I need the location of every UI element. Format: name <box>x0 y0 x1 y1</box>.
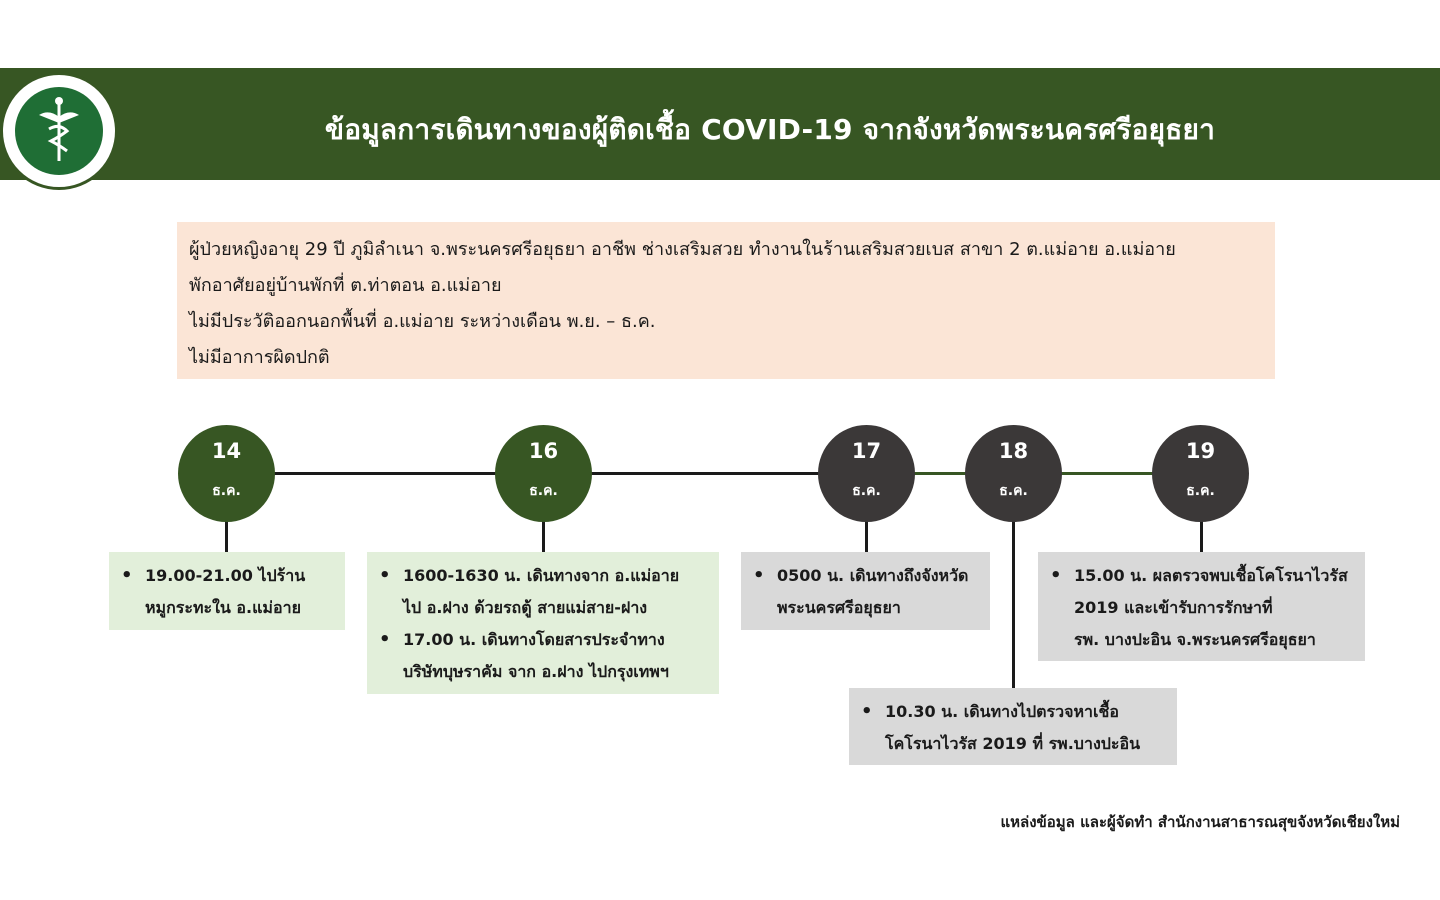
event-card-17: 0500 น. เดินทางถึงจังหวัด พระนครศรีอยุธย… <box>741 552 990 630</box>
event-card-14: 19.00-21.00 ไปร้าน หมูกระทะใน อ.แม่อาย <box>109 552 345 630</box>
node-month: ธ.ค. <box>529 483 558 499</box>
node-day: 14 <box>211 439 242 463</box>
node-month: ธ.ค. <box>1186 483 1215 499</box>
event-card-18: 10.30 น. เดินทางไปตรวจหาเชื้อ โคโรนาไวรั… <box>849 688 1177 765</box>
date-node-19: 19 ธ.ค. <box>1152 425 1249 522</box>
event-item-cont: รพ. บางปะอิน จ.พระนครศรีอยุธยา <box>1074 630 1316 649</box>
info-line: ไม่มีประวัติออกนอกพื้นที่ อ.แม่อาย ระหว่… <box>189 311 656 332</box>
node-day: 19 <box>1185 439 1216 463</box>
event-card-19: 15.00 น. ผลตรวจพบเชื้อโคโรนาไวรัส 2019 แ… <box>1038 552 1365 661</box>
event-item: 1600-1630 น. เดินทางจาก อ.แม่อาย <box>379 560 709 592</box>
event-item-cont: โคโรนาไวรัส 2019 ที่ รพ.บางปะอิน <box>885 734 1141 753</box>
timeline-stem <box>542 520 545 552</box>
timeline-stem <box>865 520 868 552</box>
event-card-16: 1600-1630 น. เดินทางจาก อ.แม่อาย ไป อ.ฝา… <box>367 552 719 694</box>
event-item: 15.00 น. ผลตรวจพบเชื้อโคโรนาไวรัส <box>1050 560 1355 592</box>
node-month: ธ.ค. <box>852 483 881 499</box>
source-credit: แหล่งข้อมูล และผู้จัดทำ สำนักงานสาธารณสุ… <box>1000 813 1400 831</box>
event-item: 10.30 น. เดินทางไปตรวจหาเชื้อ <box>861 696 1167 728</box>
event-item-cont: 2019 และเข้ารับการรักษาที่ <box>1074 598 1273 617</box>
node-day: 17 <box>851 439 882 463</box>
date-node-18: 18 ธ.ค. <box>965 425 1062 522</box>
event-item: 17.00 น. เดินทางโดยสารประจำทาง <box>379 624 709 656</box>
date-node-17: 17 ธ.ค. <box>818 425 915 522</box>
node-month: ธ.ค. <box>212 483 241 499</box>
caduceus-icon <box>39 97 79 161</box>
header-band <box>0 68 1440 180</box>
date-node-16: 16 ธ.ค. <box>495 425 592 522</box>
date-node-14: 14 ธ.ค. <box>178 425 275 522</box>
patient-info-box: ผู้ป่วยหญิงอายุ 29 ปี ภูมิลำเนา จ.พระนคร… <box>177 222 1275 379</box>
ministry-logo <box>0 72 118 190</box>
event-item: 19.00-21.00 ไปร้าน <box>121 560 335 592</box>
timeline-stem <box>1012 520 1015 688</box>
event-item-cont: หมูกระทะใน อ.แม่อาย <box>145 598 301 617</box>
node-month: ธ.ค. <box>999 483 1028 499</box>
info-line: พักอาศัยอยู่บ้านพักที่ ต.ท่าตอน อ.แม่อาย <box>189 275 502 296</box>
node-day: 16 <box>528 439 559 463</box>
event-item-cont: พระนครศรีอยุธยา <box>777 598 901 617</box>
event-item-cont: ไป อ.ฝาง ด้วยรถตู้ สายแม่สาย-ฝาง <box>403 598 648 617</box>
timeline-stem <box>225 520 228 552</box>
timeline-stem <box>1200 520 1203 552</box>
page-title: ข้อมูลการเดินทางของผู้ติดเชื้อ COVID-19 … <box>324 113 1216 146</box>
event-item-cont: บริษัทบุษราคัม จาก อ.ฝาง ไปกรุงเทพฯ <box>403 662 669 681</box>
info-line: ผู้ป่วยหญิงอายุ 29 ปี ภูมิลำเนา จ.พระนคร… <box>189 239 1176 260</box>
info-line: ไม่มีอาการผิดปกติ <box>189 347 330 368</box>
node-day: 18 <box>998 439 1029 463</box>
event-item: 0500 น. เดินทางถึงจังหวัด <box>753 560 980 592</box>
